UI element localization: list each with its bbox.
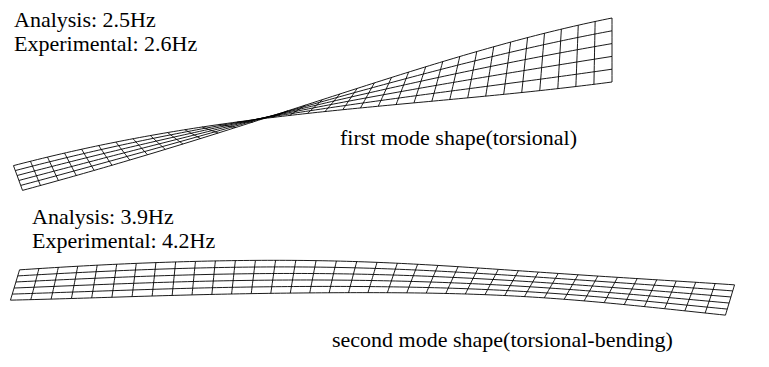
mesh-line <box>325 94 340 112</box>
mesh-line <box>172 262 175 295</box>
mode-caption: first mode shape(torsional) <box>338 126 579 150</box>
mesh-line <box>10 293 725 316</box>
mesh-line <box>349 262 357 293</box>
mesh-line <box>486 47 494 96</box>
mesh-line <box>522 38 528 93</box>
mesh-line <box>644 280 656 307</box>
mesh-line <box>47 157 58 180</box>
mesh-line <box>133 139 147 155</box>
mesh-line <box>150 136 165 150</box>
mesh-line <box>13 166 22 191</box>
frequency-label: Experimental: 2.6Hz <box>12 32 199 56</box>
mesh-line <box>307 100 322 114</box>
mesh-line <box>71 266 77 298</box>
mesh-line <box>612 18 613 82</box>
mesh-line <box>20 260 735 285</box>
mesh-line <box>116 142 130 160</box>
mesh-line <box>705 284 715 313</box>
mesh-line <box>92 265 97 298</box>
mesh-line <box>112 264 117 297</box>
mesh-line <box>414 67 426 103</box>
mesh-line <box>237 121 253 122</box>
mesh-line <box>255 116 271 119</box>
mesh-line <box>584 276 598 301</box>
mesh-line <box>368 262 377 292</box>
mesh-line <box>82 149 95 170</box>
mesh-line <box>16 273 731 297</box>
mesh-line <box>360 83 374 108</box>
mesh-line <box>31 269 39 300</box>
mesh-line <box>329 261 336 293</box>
mesh-line <box>310 261 316 293</box>
mesh-line <box>378 77 391 106</box>
mesh-line <box>432 62 443 102</box>
mesh-line <box>725 285 734 315</box>
mesh-line <box>624 279 637 305</box>
mesh-line <box>396 72 409 104</box>
mesh-line <box>51 267 58 299</box>
mesh-line <box>17 56 612 175</box>
mesh-line <box>343 88 357 109</box>
mesh-line <box>65 153 77 175</box>
mesh-line <box>168 133 183 144</box>
mesh-line <box>14 280 729 303</box>
mesh-line <box>185 130 201 139</box>
mesh-line <box>544 273 558 297</box>
frequency-label: Analysis: 3.9Hz <box>30 205 176 229</box>
mesh-line <box>212 261 215 294</box>
mesh-line <box>272 111 288 118</box>
mesh-line <box>220 124 236 127</box>
mesh-line <box>387 263 397 292</box>
mesh-line <box>485 269 498 294</box>
mesh-line <box>152 263 156 296</box>
mesh-line <box>576 25 578 86</box>
mesh-line <box>271 260 276 293</box>
mesh-line <box>232 261 236 294</box>
mesh-line <box>564 275 578 299</box>
bending-mode-mesh <box>10 260 734 315</box>
mesh-line <box>290 105 306 115</box>
mesh-line <box>202 127 218 133</box>
mesh-line <box>290 260 295 293</box>
mesh-line <box>13 82 612 166</box>
mesh-line <box>524 272 538 296</box>
frequency-label: Experimental: 4.2Hz <box>30 229 217 253</box>
mesh-line <box>465 268 478 294</box>
mesh-line <box>19 44 612 181</box>
mesh-line <box>450 57 460 100</box>
mesh-line <box>504 42 511 94</box>
mesh-line <box>426 265 438 293</box>
mesh-line <box>468 52 477 98</box>
mesh-line <box>685 282 696 311</box>
mesh-line <box>505 271 519 296</box>
mesh-line <box>558 29 562 88</box>
mesh-line <box>665 281 677 309</box>
mesh-line <box>18 267 733 291</box>
mesh-line <box>594 21 595 84</box>
mode-caption: second mode shape(torsional-bending) <box>330 328 675 352</box>
mesh-line <box>99 146 112 166</box>
mesh-line <box>446 267 458 294</box>
mesh-line <box>251 260 255 293</box>
mesh-line <box>30 161 40 185</box>
mesh-line <box>132 263 136 296</box>
mesh-line <box>540 33 545 90</box>
mesh-line <box>12 286 727 309</box>
mesh-line <box>604 277 617 302</box>
mesh-line <box>192 261 195 295</box>
frequency-label: Analysis: 2.5Hz <box>12 8 158 32</box>
mesh-line <box>407 264 418 293</box>
mesh-line <box>10 270 19 300</box>
